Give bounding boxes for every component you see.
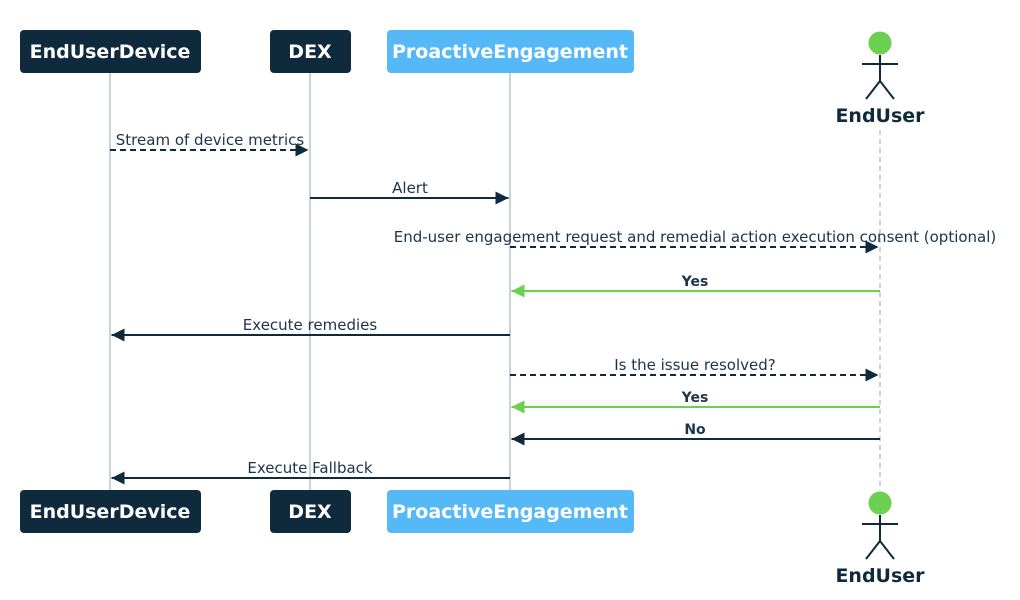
- participant-enduserdevice-bottom: EndUserDevice: [20, 490, 201, 533]
- participant-box: [387, 490, 634, 533]
- participant-box: [387, 30, 634, 73]
- participant-box: [270, 30, 351, 73]
- participant-proactiveengagement-bottom: ProactiveEngagement: [387, 490, 634, 533]
- person-icon: [862, 491, 898, 560]
- participant-label: EndUserDevice: [30, 501, 191, 523]
- actor-label: EndUser: [835, 565, 925, 587]
- message-label: Alert: [392, 179, 428, 197]
- message-label: Is the issue resolved?: [614, 356, 776, 374]
- message-2-alert: Alert: [310, 179, 509, 205]
- message-label: Stream of device metrics: [116, 131, 305, 149]
- message-label: Execute Fallback: [247, 459, 372, 477]
- participant-box: [20, 490, 201, 533]
- participant-dex-top: DEX: [270, 30, 351, 73]
- message-label: End-user engagement request and remedial…: [394, 228, 997, 246]
- message-label: Execute remedies: [243, 316, 378, 334]
- message-3-end-user-engagement-request-and-remedial-action-execution-consent-optional: End-user engagement request and remedial…: [394, 228, 997, 254]
- participant-label: ProactiveEngagement: [392, 41, 628, 63]
- message-1-stream-of-device-metrics: Stream of device metrics: [110, 131, 309, 157]
- participant-enduserdevice-top: EndUserDevice: [20, 30, 201, 73]
- message-7-yes: Yes: [511, 390, 880, 414]
- message-label: Yes: [681, 390, 709, 406]
- participant-box: [270, 490, 351, 533]
- message-4-yes: Yes: [511, 274, 880, 298]
- participant-label: DEX: [288, 41, 332, 63]
- participant-label: ProactiveEngagement: [392, 501, 628, 523]
- participant-proactiveengagement-top: ProactiveEngagement: [387, 30, 634, 73]
- person-icon: [862, 31, 898, 100]
- participant-box: [20, 30, 201, 73]
- message-5-execute-remedies: Execute remedies: [111, 316, 510, 342]
- message-6-is-the-issue-resolved: Is the issue resolved?: [510, 356, 879, 382]
- message-9-execute-fallback: Execute Fallback: [111, 459, 510, 485]
- actor-label: EndUser: [835, 105, 925, 127]
- participant-label: DEX: [288, 501, 332, 523]
- message-label: No: [684, 422, 706, 438]
- actor-enduser-bottom: EndUser: [835, 491, 925, 587]
- message-8-no: No: [511, 422, 880, 446]
- participant-dex-bottom: DEX: [270, 490, 351, 533]
- message-label: Yes: [681, 274, 709, 290]
- participant-label: EndUserDevice: [30, 41, 191, 63]
- actor-enduser-top: EndUser: [835, 31, 925, 127]
